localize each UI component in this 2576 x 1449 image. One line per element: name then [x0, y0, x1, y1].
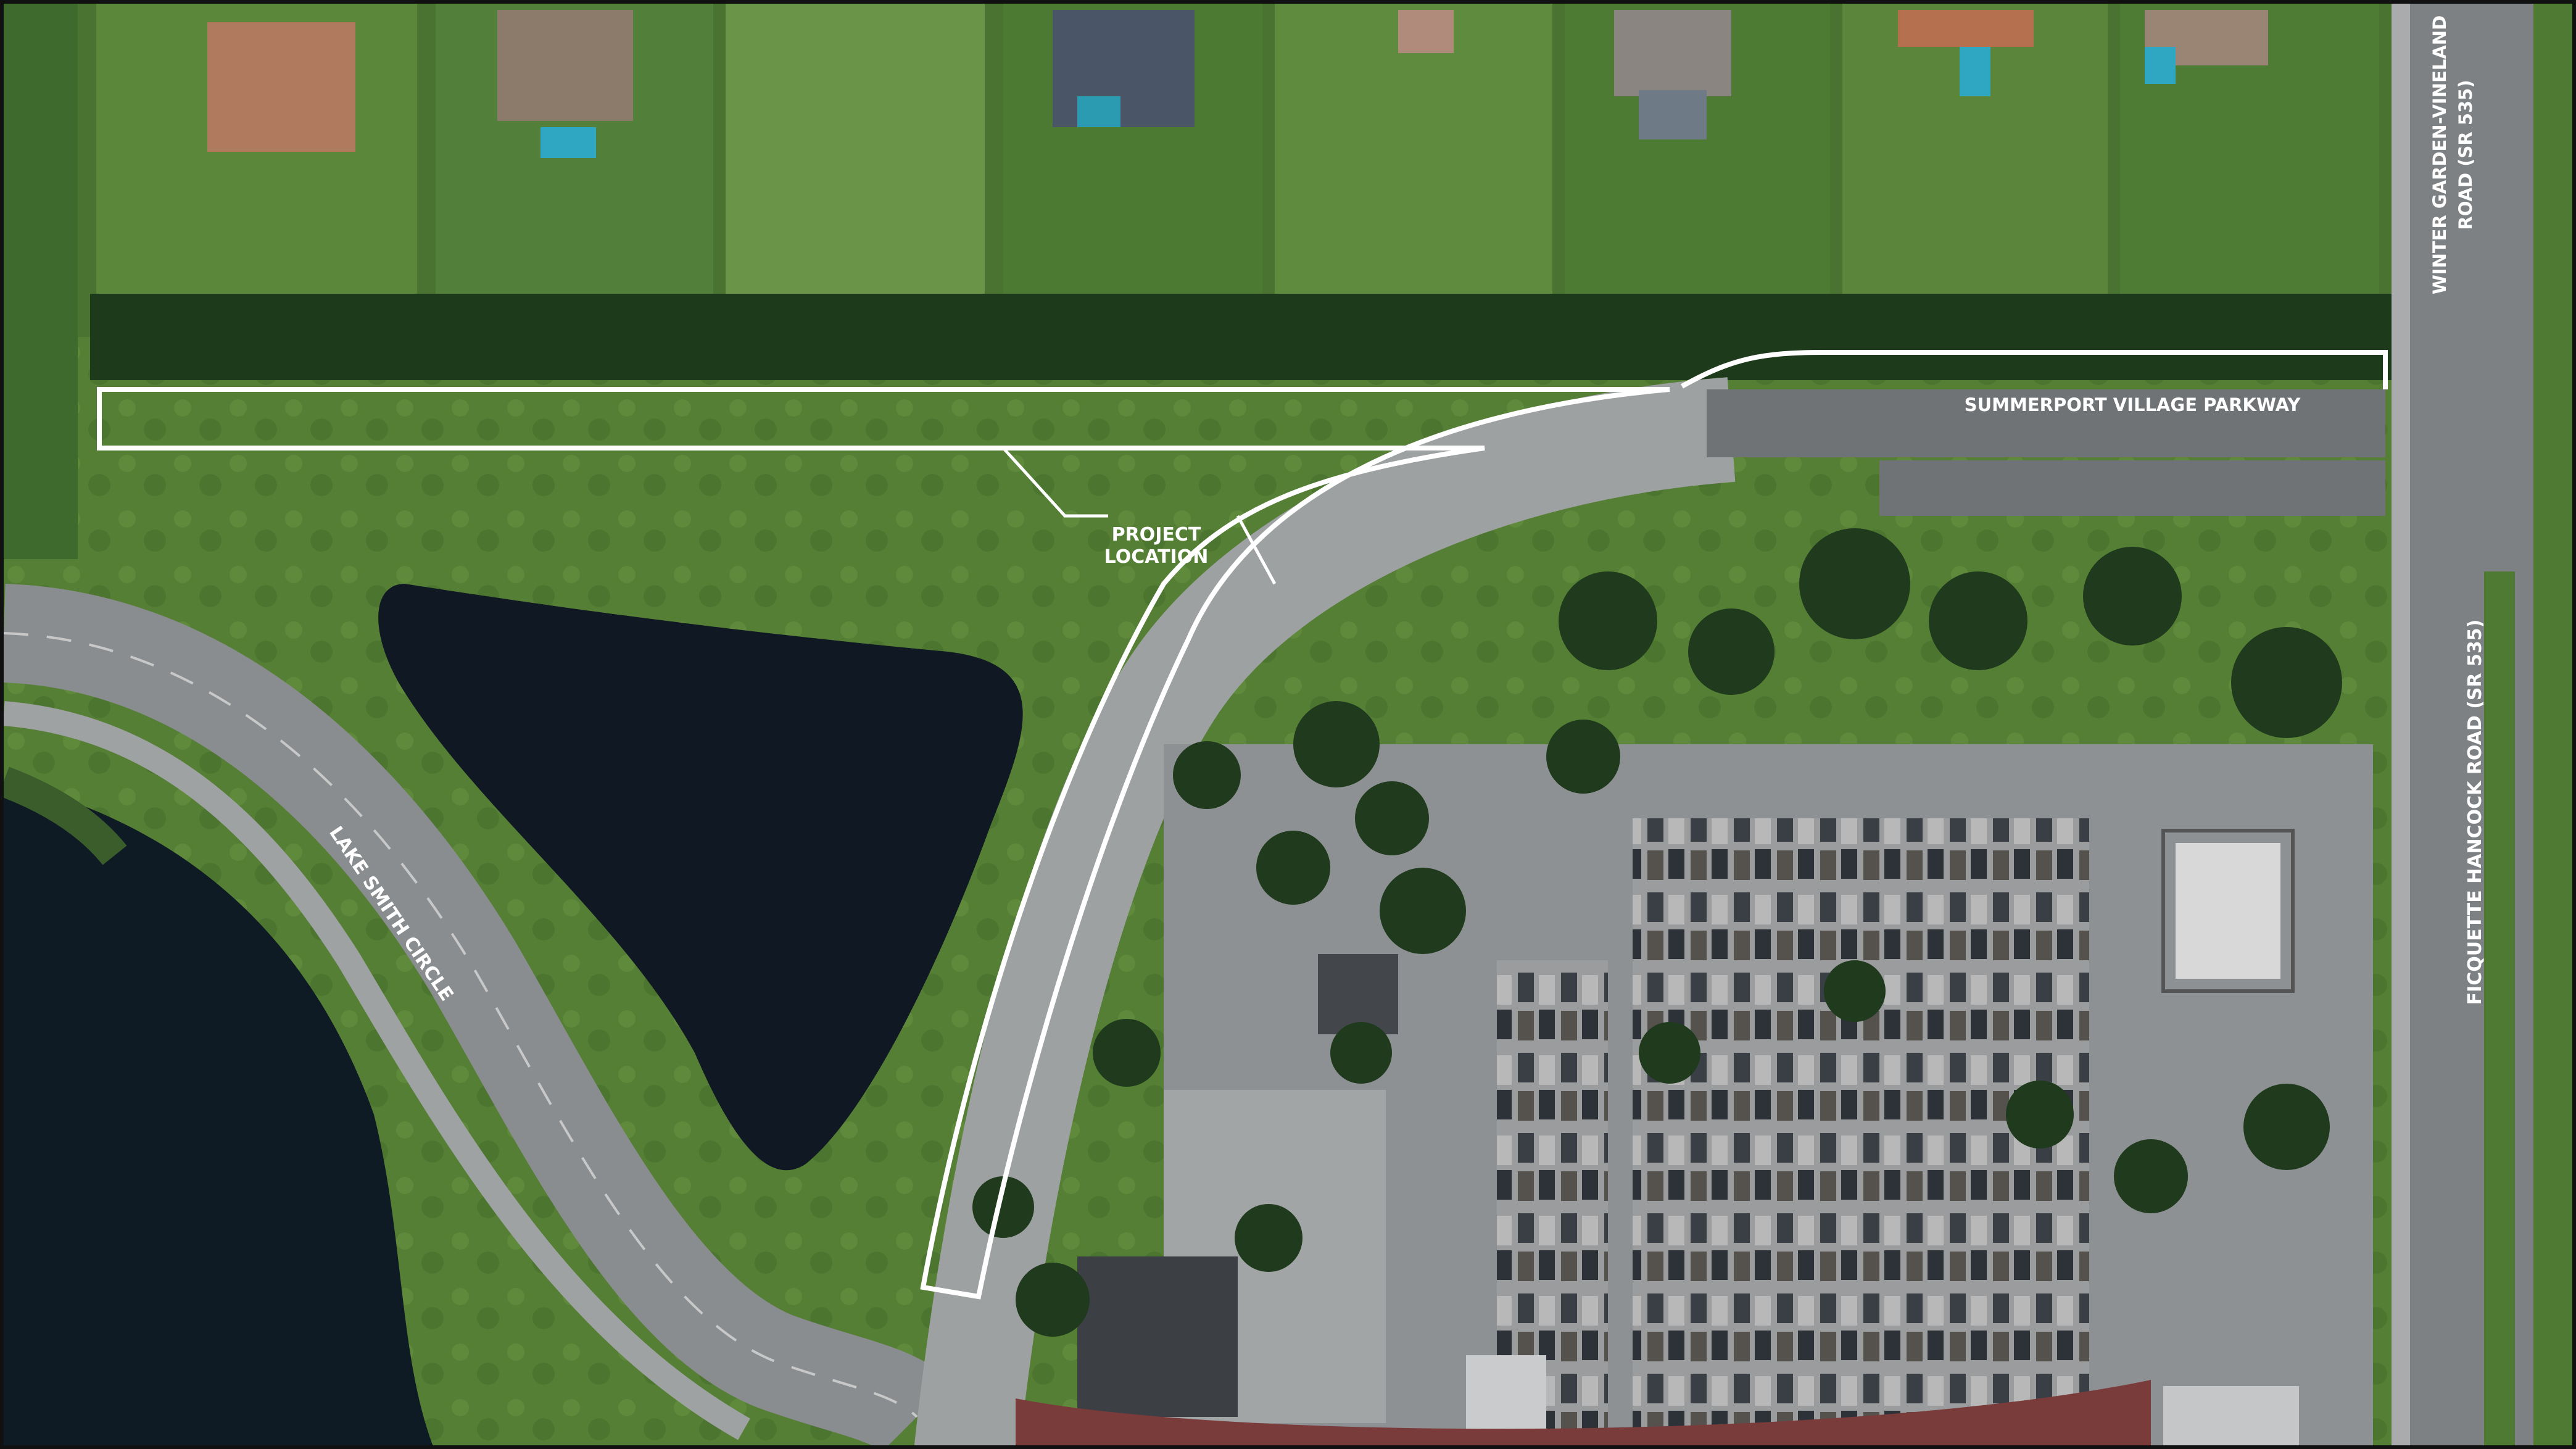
- residential-lots: [4, 4, 2572, 337]
- summerport-parkway-label: SUMMERPORT VILLAGE PARKWAY: [1965, 394, 2301, 415]
- commercial-area: [1016, 744, 2373, 1445]
- lake-smith: [4, 781, 433, 1445]
- summerport-parkway-road: [1707, 389, 2385, 457]
- tree-line: [90, 294, 2410, 380]
- project-location-label-2: LOCATION: [1104, 546, 1209, 568]
- trees: [972, 528, 2342, 1337]
- retention-pond: [378, 584, 1023, 1171]
- project-location-outline[interactable]: [97, 387, 1670, 1300]
- winter-garden-label-2: ROAD (SR 535): [2455, 80, 2476, 230]
- ficquette-label: FICQUETTE HANCOCK ROAD (SR 535): [2464, 620, 2486, 1005]
- callout-leader-line: [1002, 447, 1277, 585]
- project-location-label: PROJECT: [1112, 524, 1201, 546]
- aerial-map: PROJECT LOCATION SUMMERPORT VILLAGE PARK…: [4, 4, 2572, 1445]
- winter-garden-label: WINTER GARDEN-VINELAND: [2429, 15, 2450, 294]
